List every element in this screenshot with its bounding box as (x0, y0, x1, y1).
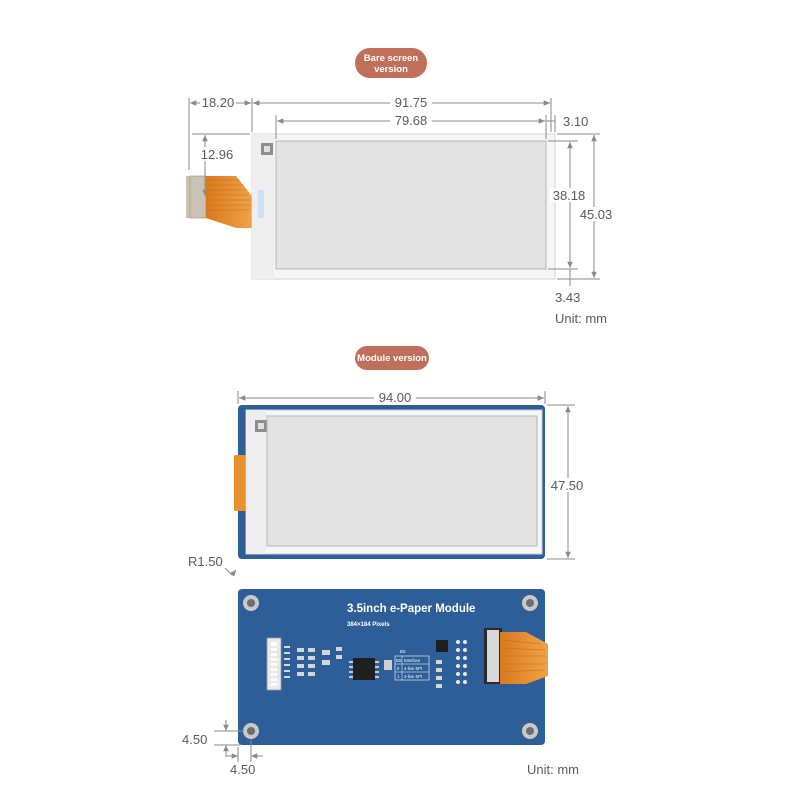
bare-panel-chip (258, 190, 264, 218)
pcb-table-col: Interface (404, 658, 421, 663)
pcb-interface-table: BS BS Interface 0 4-line SPI 1 3-line SP… (394, 649, 430, 681)
pcb-table-bs: BS (396, 658, 402, 663)
pcb-header-connector (266, 637, 290, 691)
pcb-table-head: BS (400, 649, 406, 654)
bare-badge-line2: version (374, 64, 408, 75)
module-badge-text: Module version (357, 353, 427, 364)
module-side-connector (234, 455, 246, 511)
dim-left-offset: 18.20 (202, 95, 235, 110)
dim-corner-radius: R1.50 (188, 554, 223, 569)
pcb-right-components (436, 640, 467, 688)
dim-top-offset: 12.96 (201, 147, 234, 162)
dim-outline-width: 91.75 (395, 95, 428, 110)
bare-screen-section: Bare screen version (186, 48, 615, 326)
pcb-row2-bs: 1 (397, 674, 400, 679)
dim-outline-height: 45.03 (580, 207, 613, 222)
dim-right-margin: 3.10 (563, 114, 588, 129)
pcb-row1-bs: 0 (397, 666, 400, 671)
dim-active-width: 79.68 (395, 113, 428, 128)
dim-hole-offset-y: 4.50 (182, 732, 207, 747)
mounting-hole-icon (243, 595, 538, 739)
dim-bottom-margin: 3.43 (555, 290, 580, 305)
bare-screen-badge: Bare screen version (355, 48, 427, 78)
pcb-title: 3.5inch e-Paper Module (347, 603, 475, 615)
bare-unit-label: Unit: mm (555, 311, 607, 326)
pcb-ic-chip (349, 658, 392, 680)
bare-fpc-ribbon (186, 175, 252, 228)
dim-module-width: 94.00 (379, 390, 412, 405)
bare-badge-line1: Bare screen (364, 53, 419, 64)
dim-hole-offset-x: 4.50 (230, 762, 255, 777)
pcb-components (297, 647, 342, 676)
module-badge: Module version (355, 346, 429, 370)
module-back-pcb: 3.5inch e-Paper Module 384×184 Pixels (238, 589, 548, 745)
pcb-row2-if: 3-line SPI (404, 674, 422, 679)
bare-active-area (275, 140, 547, 270)
module-section: Module version 94.00 47.50 R1.50 (182, 346, 588, 777)
module-unit-label: Unit: mm (527, 762, 579, 777)
pcb-row1-if: 4-line SPI (404, 666, 422, 671)
module-front (234, 405, 545, 559)
pcb-subtitle: 384×184 Pixels (347, 622, 390, 628)
dim-module-height: 47.50 (551, 478, 584, 493)
pcb-fpc-connector (484, 628, 548, 684)
module-active-area (266, 415, 538, 547)
dim-active-height: 38.18 (553, 188, 586, 203)
